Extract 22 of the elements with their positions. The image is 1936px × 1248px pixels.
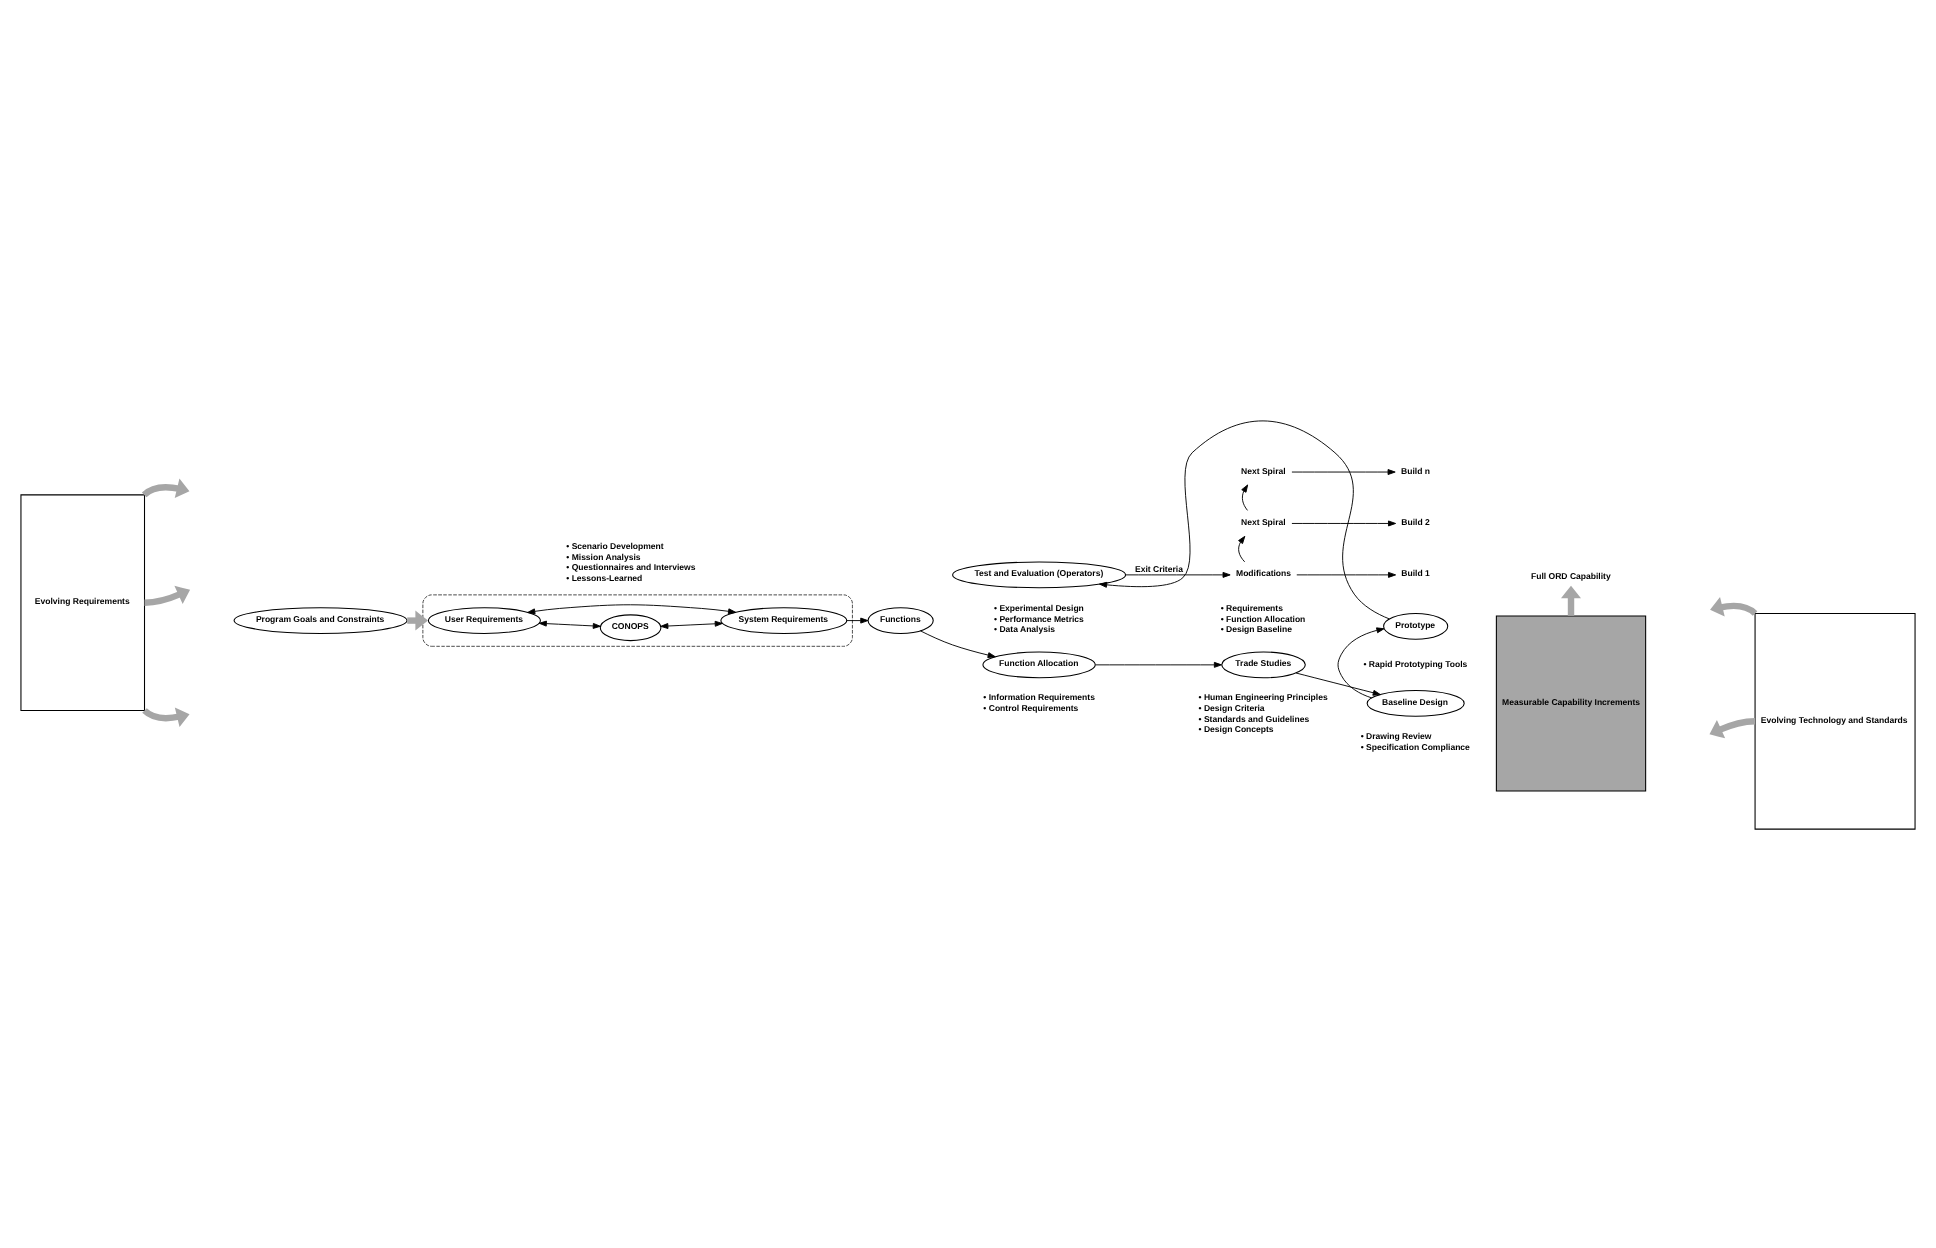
arrow bbox=[919, 629, 996, 658]
arrow bbox=[1561, 584, 1581, 615]
arrow bbox=[1099, 419, 1390, 619]
cluster bbox=[422, 593, 853, 646]
arrow bbox=[1337, 626, 1385, 698]
arrow bbox=[846, 616, 869, 623]
arrow bbox=[527, 603, 737, 614]
arrow bbox=[1125, 570, 1231, 577]
arrow bbox=[660, 619, 723, 628]
arrow bbox=[1296, 570, 1397, 577]
arrow bbox=[1241, 483, 1249, 510]
arrow bbox=[1238, 534, 1246, 562]
arrow bbox=[1295, 671, 1381, 695]
arrow bbox=[1291, 519, 1397, 526]
arrow bbox=[1709, 717, 1756, 738]
arrow bbox=[142, 477, 190, 497]
arrow bbox=[1291, 468, 1396, 474]
arrow bbox=[538, 619, 601, 628]
arrow bbox=[142, 706, 190, 726]
arrow bbox=[1095, 660, 1222, 667]
arrow bbox=[1710, 596, 1758, 616]
arrow bbox=[144, 584, 191, 605]
